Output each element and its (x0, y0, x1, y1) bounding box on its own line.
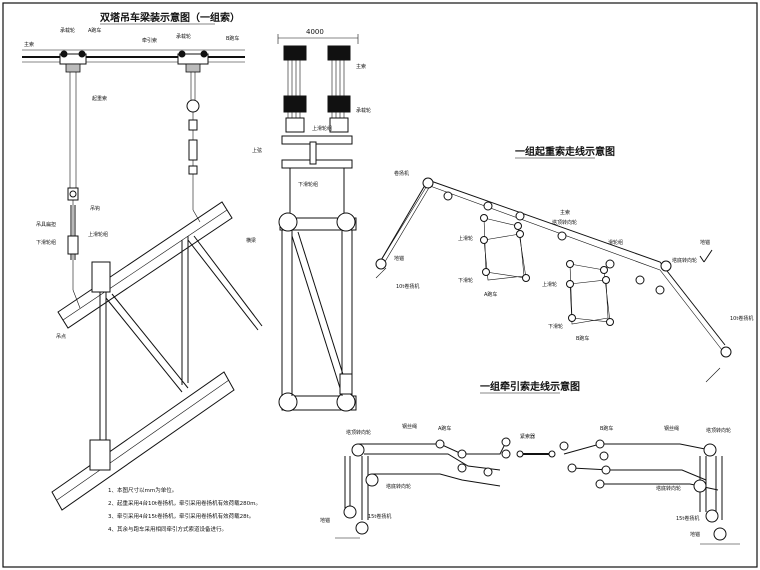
trolley-b (177, 50, 209, 73)
label-spreader: 吊具扁担 (36, 221, 56, 228)
label-lower-pulley: 下滑轮组 (36, 239, 56, 246)
spreader-beam (281, 135, 353, 145)
lower-pulley-block (67, 235, 79, 255)
winch-left-drum (375, 258, 387, 270)
label-main-cable-mid: 主索 (356, 63, 366, 70)
label-tower-bottom-pulley-left: 塔底转向轮 (386, 483, 411, 490)
label-10t-winch-right: 10t卷扬机 (730, 315, 753, 322)
note-1: 1、本图尺寸以mm为单位。 (108, 486, 177, 494)
label-ground-anchor-left: 地锚 (320, 517, 330, 524)
lower-spreader (281, 159, 353, 169)
label-lifting-point: 吊点 (56, 334, 66, 340)
label-tower-top-pulley: 塔顶转向轮 (552, 219, 577, 226)
title-lifting-arrangement: 双塔吊车梁装示意图（一组索） (100, 11, 240, 24)
label-b-trolley-right: B跑车 (576, 335, 589, 342)
label-anchor-right: 地锚 (700, 239, 710, 246)
b-trolley-pulley-set (566, 260, 614, 326)
label-tower-bottom-pulley-right: 塔底转向轮 (656, 485, 681, 492)
note-4: 4、其余与跑车采用相同牵引方式索道设备进行。 (108, 525, 227, 533)
label-upper-set-a: 上滑轮 (458, 235, 473, 242)
label-tower-top-pulley-right: 塔顶转向轮 (706, 427, 731, 434)
label-carrier-wheel-mid: 承载轮 (356, 107, 371, 114)
label-top-chord: 上弦 (252, 147, 262, 154)
label-pull-cable: 牵引索 (142, 37, 157, 44)
label-upper-pulley-mid: 上滑轮组 (312, 125, 332, 132)
label-carrier-wheel: 承载轮 (60, 27, 75, 34)
cable-bundle-left (283, 45, 307, 133)
pull-tower-pulley-right (703, 443, 717, 457)
label-hoist-winch-top: 卷扬机 (394, 170, 409, 177)
title-hoist-rope-routing: 一组起重索走线示意图 (515, 145, 615, 158)
label-lower-set-b: 下滑轮 (548, 323, 563, 330)
label-b-trolley: B跑车 (226, 35, 239, 42)
pull-tower-pulley-left (351, 443, 365, 457)
upper-pulley-b (186, 99, 200, 113)
notes-block: 1、本图尺寸以mm为单位。 2、起重采用4台10t卷扬机，牵引采用卷扬机有效荷载… (108, 486, 261, 533)
hoist-rope-routing-view: 卷扬机 主索 塔顶转向轮 上滑轮 下滑轮 A跑车 滑轮组 上滑轮 下滑轮 B跑车… (375, 170, 753, 383)
label-main-cable-right: 主索 (560, 209, 570, 216)
label-hoist-cable: 起重索 (92, 95, 107, 102)
label-10t-winch-left: 10t卷扬机 (396, 283, 419, 290)
label-rope-right: 钢丝绳 (664, 425, 679, 432)
label-a-trolley: A跑车 (88, 27, 101, 34)
trolley-a (59, 50, 87, 73)
label-fixed-frame: 横梁 (246, 237, 256, 244)
label-15t-winch-right: 15t卷扬机 (676, 515, 699, 522)
label-15t-winch-left: 15t卷扬机 (368, 513, 391, 520)
left-lifting-view: 主索 承载轮 A跑车 牵引索 承载轮 B跑车 起重索 吊钩 上滑轮组 吊具扁担 … (22, 27, 263, 511)
label-pulley-set: 滑轮组 (608, 239, 623, 246)
label-tower-top-pulley-left: 塔顶转向轮 (346, 429, 371, 436)
label-a-trolley-pull: A跑车 (438, 425, 451, 432)
middle-elevation-view: 4000 (246, 28, 371, 412)
arch-rib-segment (51, 201, 263, 511)
label-carrier-wheel-b: 承载轮 (176, 33, 191, 40)
title-pull-rope-routing: 一组牵引索走线示意图 (480, 380, 580, 393)
tower-top-left-pulley (422, 177, 434, 189)
dimension-4000: 4000 (306, 28, 324, 36)
label-lower-set-a: 下滑轮 (458, 277, 473, 284)
a-trolley-pulley-set (480, 214, 530, 282)
label-upper-pulley: 上滑轮组 (88, 231, 108, 238)
tower-top-right-pulley (660, 260, 672, 272)
arch-rib-cross-section (278, 212, 357, 412)
label-upper-set-b: 上滑轮 (542, 281, 557, 288)
note-3: 3、牵引采用4台15t卷扬机，牵引采用卷扬机有效荷载28t。 (108, 512, 254, 520)
pull-rope-routing-view: 塔顶转向轮 钢丝绳 A跑车 紧索器 B跑车 钢丝绳 塔顶转向轮 塔底转向轮 塔底… (320, 423, 740, 545)
label-tower-bottom-pulley: 塔底转向轮 (672, 257, 697, 264)
label-ground-anchor-right: 地锚 (690, 531, 700, 538)
label-rope-left: 钢丝绳 (402, 423, 417, 430)
label-anchor-left: 地锚 (394, 255, 404, 262)
label-tensioner: 紧索器 (520, 433, 535, 440)
note-2: 2、起重采用4台10t卷扬机，牵引采用卷扬机有效荷载280m。 (108, 499, 261, 507)
winch-right-drum (720, 346, 732, 358)
main-cable-path (379, 179, 726, 346)
label-a-trolley-right: A跑车 (484, 291, 497, 298)
label-main-cable: 主索 (24, 41, 34, 48)
label-hook: 吊钩 (90, 205, 100, 212)
label-b-trolley-pull: B跑车 (600, 425, 613, 432)
label-lower-pulley-mid: 下滑轮组 (298, 181, 318, 188)
cable-bundle-right (327, 45, 351, 133)
